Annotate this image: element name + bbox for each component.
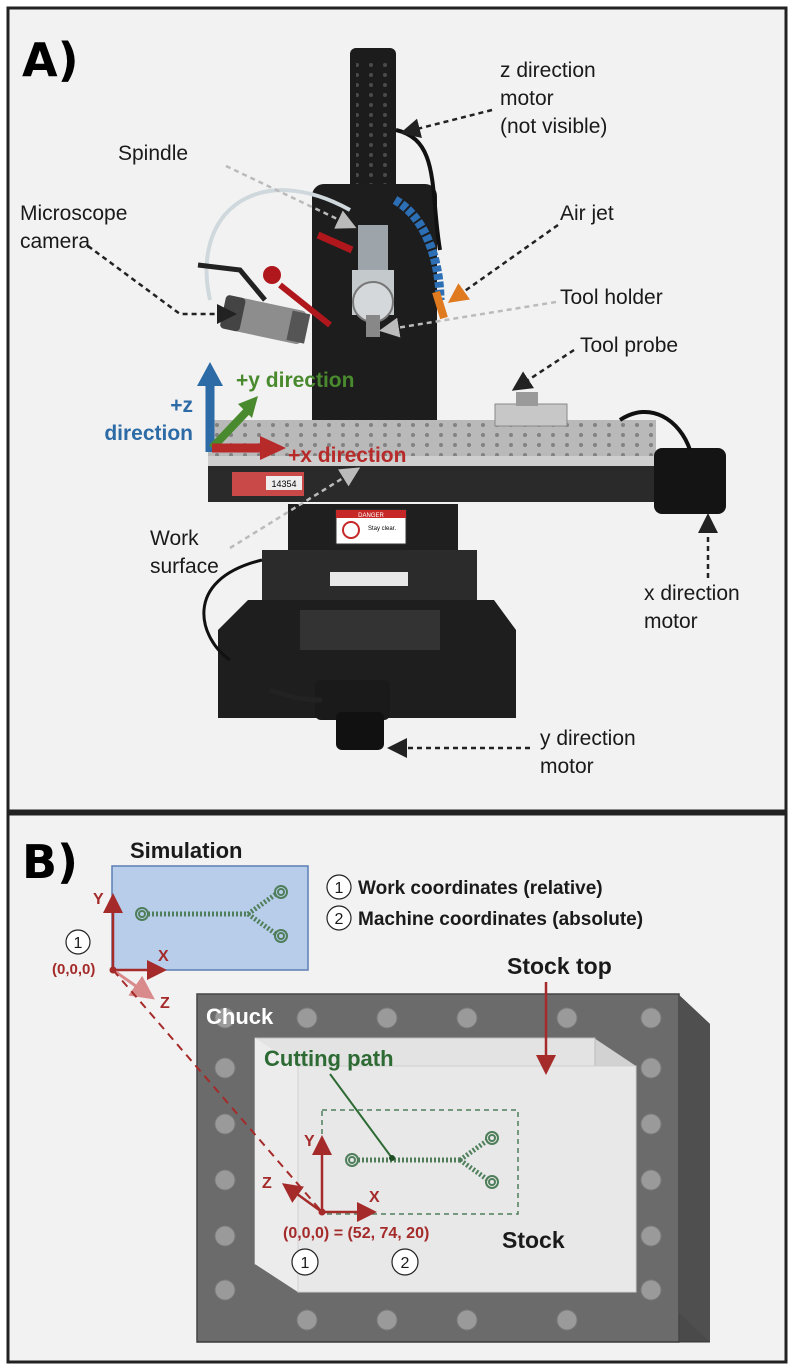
coordinate-markers: 1 2 [291, 1248, 419, 1276]
stock: Stock [254, 1037, 637, 1293]
work-surface-label-2: surface [150, 555, 219, 578]
plus-z-label-1: +z [170, 394, 193, 417]
tool-holder-label: Tool holder [560, 286, 663, 309]
microscope-label-1: Microscope [20, 202, 127, 225]
leader-lines [87, 108, 718, 758]
z-motor-label-1: z direction [500, 59, 596, 82]
legend-num-2: 2 [335, 911, 344, 928]
spindle-label: Spindle [118, 142, 188, 165]
simulation-axes: Y X Z 1 (0,0,0) [52, 891, 170, 1012]
stock-axes: Y X Z (0,0,0) = (52, 74, 20) [262, 1133, 429, 1242]
simulation-box [111, 865, 309, 971]
cutting-region-box [321, 1109, 519, 1215]
danger-sign-text: DANGER [358, 513, 384, 519]
x-motor-label-1: x direction [644, 582, 740, 605]
stock-y-label: Y [304, 1133, 315, 1150]
sim-origin-label: (0,0,0) [52, 961, 95, 978]
stock-top-label: Stock top [507, 953, 612, 979]
microscope-label-2: camera [20, 230, 90, 253]
axis-arrows [197, 362, 286, 460]
sim-y-label: Y [93, 891, 104, 908]
z-motor-label-3: (not visible) [500, 115, 607, 138]
sim-marker-1: 1 [74, 935, 83, 952]
stay-clear-text: Stay clear. [368, 526, 396, 532]
simulation-label: Simulation [130, 838, 242, 863]
serial-plate-text: 14354 [271, 479, 296, 489]
y-motor-label-1: y direction [540, 727, 636, 750]
marker-2: 2 [401, 1255, 410, 1272]
panel-a-letter: A) [22, 33, 79, 87]
stock-z-label: Z [262, 1175, 272, 1192]
plus-z-label-2: direction [104, 422, 193, 445]
panel-a-labels: z direction motor (not visible) Spindle … [20, 59, 740, 778]
sim-x-label: X [158, 948, 169, 965]
tool-probe-label: Tool probe [580, 334, 678, 357]
y-axis-arrow [209, 407, 251, 451]
stock-label: Stock [502, 1227, 565, 1253]
legend-num-1: 1 [335, 880, 344, 897]
stock-x-label: X [369, 1189, 380, 1206]
stock-cutting-path [345, 1131, 499, 1189]
cnc-machine-illustration: 14354 DANGER Stay clear. [197, 48, 726, 750]
cutting-path-label: Cutting path [264, 1046, 394, 1071]
projection-line [112, 969, 323, 1213]
x-motor-label-2: motor [644, 610, 698, 633]
air-jet-label: Air jet [560, 202, 614, 225]
stock-origin-label: (0,0,0) = (52, 74, 20) [283, 1225, 429, 1242]
cutting-path-leader [329, 1073, 393, 1159]
panel-b-letter: B) [22, 835, 78, 889]
plus-y-label: +y direction [236, 369, 354, 392]
chuck-label: Chuck [206, 1004, 274, 1029]
marker-1: 1 [301, 1255, 310, 1272]
plus-x-label: +x direction [288, 444, 406, 467]
panel-b: B) Simulation Y X Z 1 (0,0,0) [6, 812, 788, 1364]
z-motor-label-2: motor [500, 87, 554, 110]
work-surface-label-1: Work [150, 527, 199, 550]
legend: 1 Work coordinates (relative) 2 Machine … [326, 874, 643, 931]
legend-text-1: Work coordinates (relative) [358, 878, 603, 899]
y-motor-label-2: motor [540, 755, 594, 778]
sim-z-label: Z [160, 995, 170, 1012]
panel-a: A) [6, 6, 788, 813]
simulation-cutting-path [135, 885, 288, 943]
legend-text-2: Machine coordinates (absolute) [358, 909, 643, 930]
